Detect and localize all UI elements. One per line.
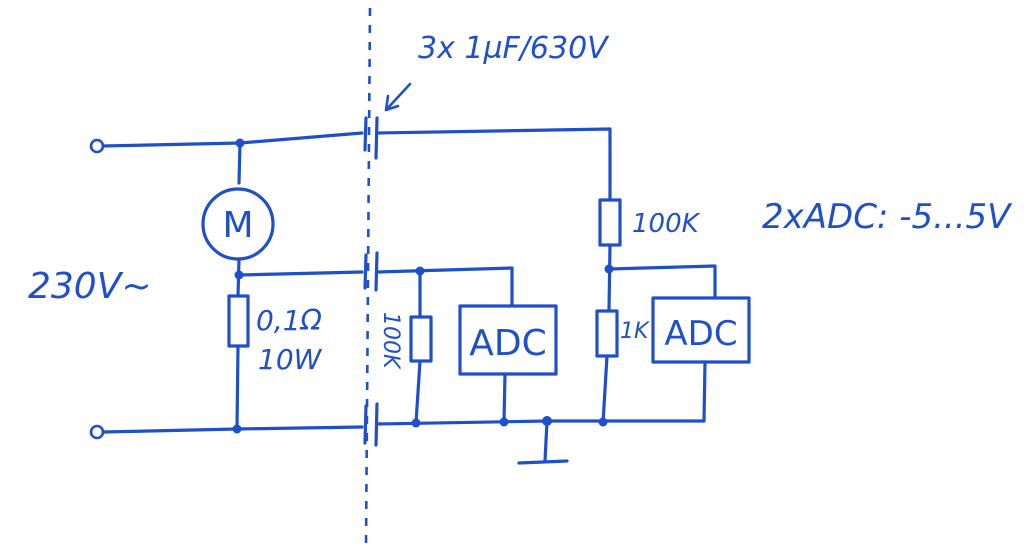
note-arrow — [384, 82, 412, 112]
input-terminal-top — [89, 138, 105, 154]
wire-middle-left — [237, 270, 364, 277]
ground-symbol — [517, 419, 569, 465]
wire-adc2-ground — [702, 360, 707, 423]
junction-dot — [604, 264, 614, 274]
junction-dot — [235, 138, 245, 148]
adc2-box — [651, 296, 751, 364]
wire-shunt-tap-bottom — [414, 359, 422, 425]
mains-voltage-label: 230V~ — [28, 266, 152, 307]
adc-range-note: 2xADC: -5...5V — [762, 197, 1013, 237]
input-resistor — [409, 315, 433, 363]
shunt-power-label: 10W — [258, 343, 323, 376]
adc1-label: ADC — [469, 323, 546, 364]
divider-bottom-resistor — [595, 309, 619, 358]
shunt-resistor — [227, 294, 250, 348]
divider-top-resistor — [598, 198, 622, 247]
wire-middle-right — [375, 266, 514, 307]
adc2-label: ADC — [664, 314, 737, 354]
input-terminal-bottom — [89, 424, 105, 440]
wire-top-right — [375, 127, 612, 202]
input-resistor-label: 100K — [378, 312, 403, 370]
wire-motor-branch — [237, 141, 242, 185]
junction-dot — [499, 417, 509, 427]
junction-dot — [232, 424, 242, 434]
wire-bottom-left — [101, 425, 364, 434]
junction-dot — [411, 418, 421, 428]
isolation-barrier-line — [364, 7, 372, 546]
junction-dot — [598, 417, 608, 427]
wire-adc2-input — [607, 264, 717, 299]
capacitor-note: 3x 1µF/630V — [418, 31, 610, 66]
divider-top-resistor-label: 100K — [632, 209, 701, 239]
junction-dot — [542, 416, 552, 426]
divider-bottom-resistor-label: 1K — [620, 319, 650, 344]
shunt-value-label: 0,1Ω — [256, 304, 323, 337]
wire-shunt-to-bottom — [235, 344, 240, 431]
wire-divider-to-bottom — [601, 354, 609, 425]
capacitor-top — [363, 116, 379, 160]
adc1-box — [458, 304, 558, 376]
wire-top-left — [101, 131, 364, 148]
motor-label: M — [222, 205, 253, 246]
wire-bottom-right — [375, 419, 706, 426]
wire-adc1-ground — [502, 372, 507, 424]
wire-divider-mid — [607, 243, 612, 313]
